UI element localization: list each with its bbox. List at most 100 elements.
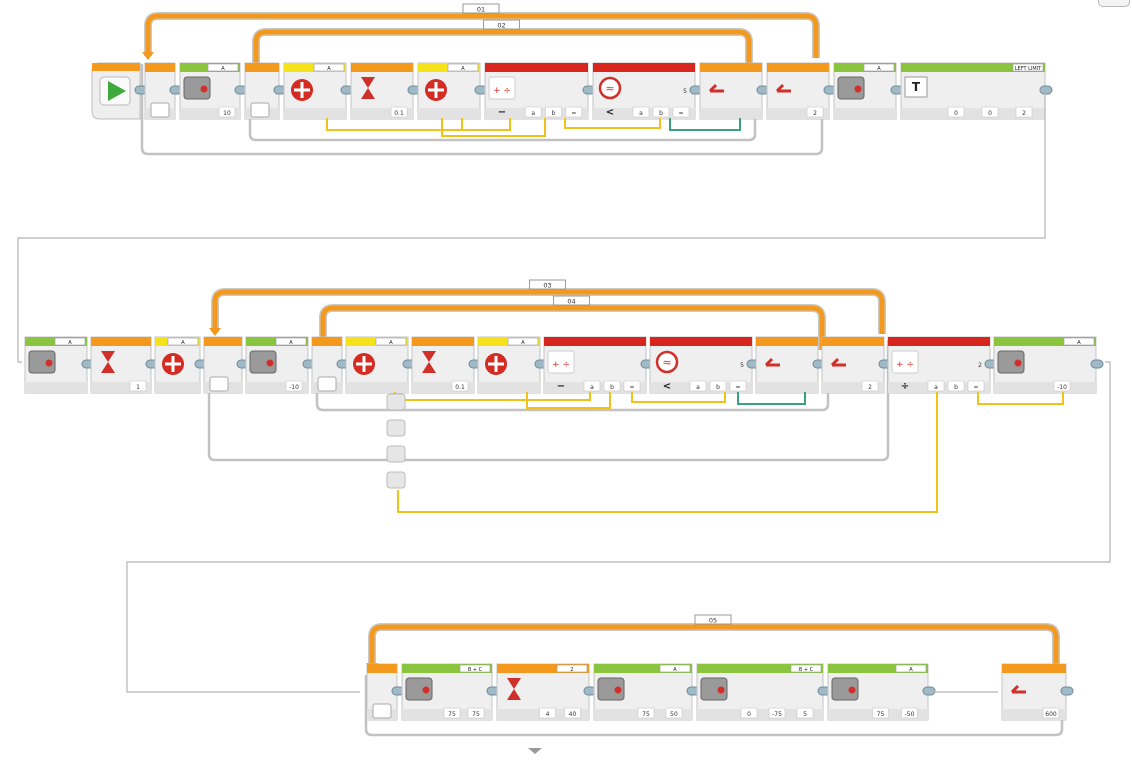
math-symbol-icon: + ÷ — [896, 360, 914, 370]
block-sensor-gyro[interactable]: A — [345, 336, 409, 394]
block-sensor-gyro[interactable]: A — [417, 62, 481, 120]
block-footer — [91, 382, 151, 393]
motor-icon — [28, 350, 56, 374]
port-tab — [275, 337, 307, 346]
param-box — [545, 106, 562, 118]
loop-arc — [369, 624, 1059, 669]
block-header — [245, 63, 279, 72]
block-loopint-timer[interactable]: 600 — [1001, 663, 1067, 721]
block-footer — [822, 382, 884, 393]
block-motor-degrees[interactable]: A-10 — [993, 336, 1097, 394]
block-footer — [697, 709, 823, 720]
block-header — [351, 63, 413, 72]
block-motor-rotate[interactable]: A-10 — [245, 336, 309, 394]
block-sensor-gyro[interactable]: A — [283, 62, 347, 120]
math-symbol-icon: + ÷ — [493, 86, 511, 96]
param-box — [689, 380, 707, 392]
loop-arrow-icon — [209, 328, 221, 336]
sensor-cross-icon — [428, 82, 444, 98]
block-header — [828, 664, 928, 673]
literal-value: 5 — [683, 88, 687, 95]
motor-hub-icon — [1014, 359, 1022, 367]
block-loopint-switch[interactable] — [699, 62, 763, 120]
param-box — [524, 106, 542, 118]
block-header — [593, 63, 695, 72]
param-box — [1053, 380, 1071, 392]
loop-01: 01 — [140, 3, 824, 156]
port-tab — [790, 664, 822, 673]
block-motor-medium[interactable]: A75-50 — [827, 663, 929, 721]
motor-hub-icon — [614, 686, 622, 694]
param-box — [285, 380, 303, 392]
loop-arc-shadow — [144, 12, 820, 58]
port-label: A — [221, 66, 225, 72]
block-loop[interactable] — [203, 336, 243, 394]
block-sensor-reset[interactable]: A — [154, 336, 201, 394]
output-plug — [386, 445, 406, 463]
block-wait[interactable]: 0.1 — [411, 336, 475, 394]
param-box — [1042, 707, 1060, 719]
block-sensor-gyro[interactable]: A — [477, 336, 541, 394]
operator-symbol: < — [606, 107, 614, 118]
block-wait[interactable]: 1 — [90, 336, 152, 394]
sequence-wire-row2-row3 — [126, 361, 1111, 693]
block-header — [412, 337, 474, 346]
block-loopint-timer[interactable]: 2 — [821, 336, 885, 394]
block-footer — [756, 382, 818, 393]
block-motor-stop[interactable]: A — [833, 62, 897, 120]
zoom-toggle-button[interactable] — [1098, 0, 1130, 7]
port-tab — [556, 664, 588, 673]
output-plug — [386, 393, 406, 411]
param-value: b — [659, 110, 663, 117]
compare-symbol-icon: ≈ — [662, 356, 671, 369]
port-label: A — [673, 667, 677, 673]
block-footer — [180, 108, 240, 119]
display-icon — [904, 76, 928, 98]
block-loop[interactable] — [366, 663, 398, 721]
param-value: 75 — [448, 711, 456, 718]
block-loop[interactable] — [244, 62, 280, 120]
scroll-down-icon[interactable] — [528, 748, 542, 754]
math-symbol-icon: + ÷ — [552, 360, 570, 370]
sequence-connector — [922, 686, 936, 696]
hourglass-icon — [422, 351, 436, 373]
sequence-connector — [1090, 359, 1104, 369]
block-footer — [994, 382, 1096, 393]
param-value: 75 — [642, 711, 650, 718]
block-start[interactable] — [91, 62, 141, 120]
block-motor-rotate[interactable]: A10 — [179, 62, 241, 120]
block-motor-stop[interactable]: A — [24, 336, 88, 394]
compare-icon — [598, 76, 622, 100]
block-header — [994, 337, 1096, 346]
param-box — [565, 106, 583, 118]
loop-condition-box — [372, 703, 392, 719]
block-loopint-switch[interactable] — [755, 336, 819, 394]
block-footer — [284, 108, 346, 119]
loop-arc — [145, 13, 819, 58]
motor-hub-icon — [854, 85, 862, 93]
block-wait[interactable]: 0.1 — [350, 62, 414, 120]
motor-icon — [831, 677, 859, 701]
loop-interrupt-icon — [1010, 684, 1026, 694]
loop-rail — [315, 356, 830, 412]
param-value: 1 — [136, 384, 140, 391]
param-value: -75 — [772, 711, 782, 718]
loop-condition-box — [250, 102, 270, 118]
play-icon — [108, 81, 126, 101]
block-loopint-timer[interactable]: 2 — [766, 62, 830, 120]
loop-name-label: 02 — [497, 22, 505, 30]
port-label: A — [521, 340, 525, 346]
loop-02: 02 — [248, 19, 757, 142]
param-box — [981, 106, 999, 118]
